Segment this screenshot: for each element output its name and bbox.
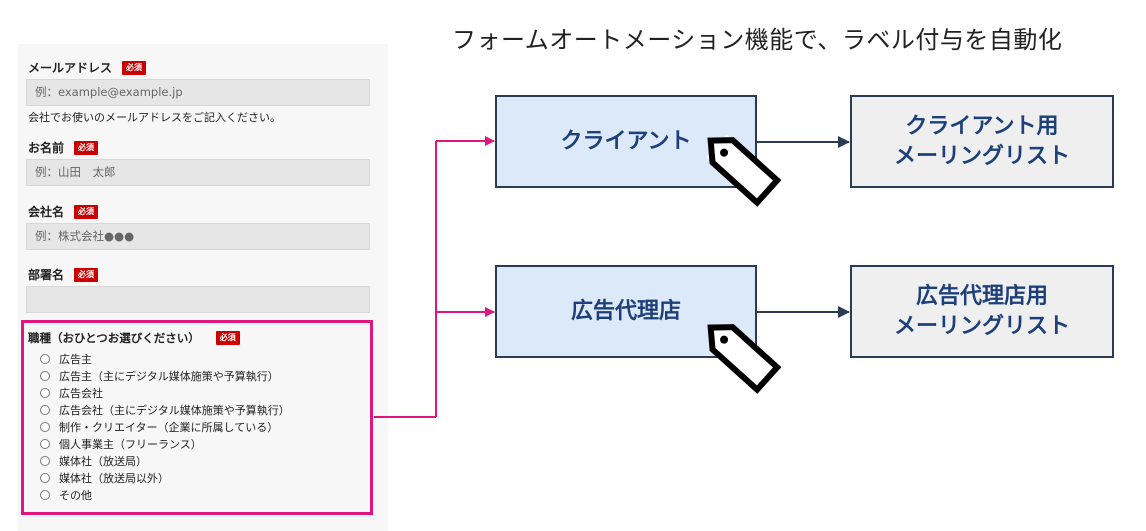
radio-button[interactable]	[40, 456, 50, 467]
client-box-label: クライアント	[560, 128, 692, 154]
required-badge: 必須	[215, 331, 240, 345]
client-list-line2: メーリングリスト	[893, 143, 1070, 169]
required-badge: 必須	[122, 60, 147, 75]
name-label: お名前 必須	[28, 139, 99, 156]
job-option-label: 媒体社（放送局）	[59, 455, 147, 469]
client-mailing-list-box: クライアント用 メーリングリスト	[850, 95, 1114, 188]
email-label-text: メールアドレス	[28, 61, 113, 75]
name-input[interactable]: 例：山田 太郎	[26, 159, 370, 186]
job-option[interactable]: 媒体社（放送局）	[40, 453, 290, 470]
company-input[interactable]: 例：株式会社●●●	[26, 223, 370, 250]
email-input[interactable]: 例：example@example.jp	[26, 79, 370, 106]
job-option[interactable]: 媒体社（放送局以外）	[40, 470, 290, 487]
job-option[interactable]: その他	[40, 487, 290, 504]
tag-icon	[707, 324, 782, 394]
job-option[interactable]: 制作・クリエイター（企業に所属している）	[40, 418, 290, 435]
radio-button[interactable]	[40, 370, 50, 381]
job-option-label: 広告主	[59, 352, 92, 366]
required-badge: 必須	[74, 140, 99, 155]
radio-button[interactable]	[40, 421, 50, 432]
radio-button[interactable]	[40, 387, 50, 398]
job-option[interactable]: 個人事業主（フリーランス）	[40, 435, 290, 452]
agency-list-line2: メーリングリスト	[893, 313, 1070, 339]
radio-button[interactable]	[40, 473, 50, 484]
department-label-text: 部署名	[28, 268, 65, 282]
job-option[interactable]: 広告主	[40, 350, 290, 367]
company-label: 会社名 必須	[28, 203, 99, 220]
required-badge: 必須	[74, 204, 99, 219]
radio-button[interactable]	[40, 404, 50, 415]
job-type-options: 広告主 広告主（主にデジタル媒体施策や予算執行） 広告会社 広告会社（主にデジタ…	[40, 350, 290, 504]
department-input[interactable]	[26, 286, 370, 313]
radio-button[interactable]	[40, 353, 50, 364]
radio-button[interactable]	[40, 439, 50, 450]
radio-button[interactable]	[40, 490, 50, 501]
job-option-label: その他	[59, 489, 92, 503]
job-option[interactable]: 広告会社（主にデジタル媒体施策や予算執行）	[40, 401, 290, 418]
agency-list-line1: 広告代理店用	[915, 283, 1048, 309]
job-option[interactable]: 広告会社	[40, 384, 290, 401]
pink-connector	[374, 136, 495, 418]
job-option-label: 制作・クリエイター（企業に所属している）	[59, 420, 279, 434]
name-label-text: お名前	[28, 141, 65, 155]
email-label: メールアドレス 必須	[28, 59, 147, 76]
department-label: 部署名 必須	[28, 266, 99, 283]
job-option-label: 広告会社（主にデジタル媒体施策や予算執行）	[59, 403, 290, 417]
job-type-label: 職種（おひとつお選びください） 必須	[28, 330, 240, 346]
required-badge: 必須	[74, 267, 99, 282]
email-hint: 会社でお使いのメールアドレスをご記入ください。	[28, 111, 281, 124]
agency-mailing-list-box: 広告代理店用 メーリングリスト	[850, 265, 1114, 358]
job-option-label: 媒体社（放送局以外）	[59, 472, 169, 486]
job-type-highlight	[21, 320, 373, 515]
job-type-label-text: 職種（おひとつお選びください）	[28, 331, 200, 345]
agency-box-label: 広告代理店	[570, 298, 681, 324]
job-option[interactable]: 広告主（主にデジタル媒体施策や予算執行）	[40, 367, 290, 384]
company-label-text: 会社名	[28, 205, 65, 219]
page-headline: フォームオートメーション機能で、ラベル付与を自動化	[452, 26, 1063, 54]
job-option-label: 広告会社	[59, 386, 103, 400]
job-option-label: 広告主（主にデジタル媒体施策や予算執行）	[59, 369, 279, 383]
job-option-label: 個人事業主（フリーランス）	[59, 438, 202, 452]
tag-icon	[706, 134, 782, 207]
client-list-line1: クライアント用	[905, 113, 1059, 139]
